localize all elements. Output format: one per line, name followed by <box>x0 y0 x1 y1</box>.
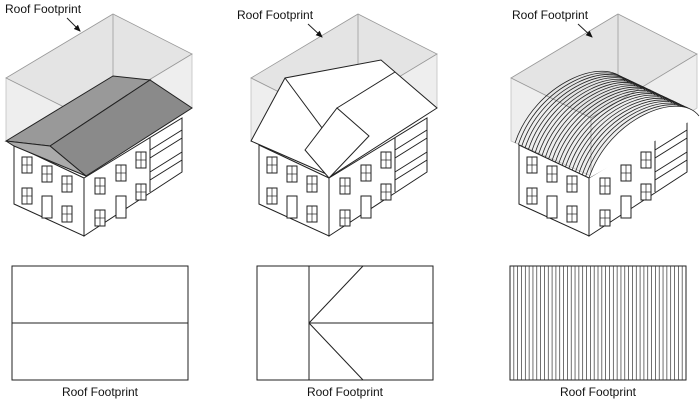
door <box>360 195 372 219</box>
building-cross-gable-isometric <box>250 13 438 237</box>
door <box>546 195 558 219</box>
building-gable-isometric <box>4 13 193 237</box>
arrow-1 <box>66 17 81 32</box>
arrow-2 <box>307 23 323 38</box>
door <box>41 195 53 219</box>
building-barrel-isometric <box>510 13 700 237</box>
plan-label-2: Roof Footprint <box>307 385 384 399</box>
arrow-3 <box>577 23 593 38</box>
balcony-rail <box>149 129 183 159</box>
roof-cross-gable <box>304 107 370 179</box>
door <box>115 195 127 219</box>
door <box>620 195 632 219</box>
top-label-3: Roof Footprint <box>512 8 589 22</box>
balcony-rail <box>394 151 428 181</box>
plan-gable <box>11 265 189 381</box>
plan-barrel <box>509 265 687 381</box>
balcony-rail <box>149 151 183 181</box>
roof-ridge <box>336 71 396 109</box>
balcony-rail <box>394 129 428 159</box>
plan-label-1: Roof Footprint <box>62 385 139 399</box>
top-label-2: Roof Footprint <box>237 8 314 22</box>
balcony-rail <box>654 151 688 181</box>
top-label-1: Roof Footprint <box>5 2 82 16</box>
barrel-rib <box>588 106 700 179</box>
plan-cross-gable <box>256 265 434 381</box>
roof-gable-end <box>5 140 87 177</box>
door <box>286 195 298 219</box>
balcony-rail <box>654 129 688 159</box>
plan-label-3: Roof Footprint <box>560 385 637 399</box>
